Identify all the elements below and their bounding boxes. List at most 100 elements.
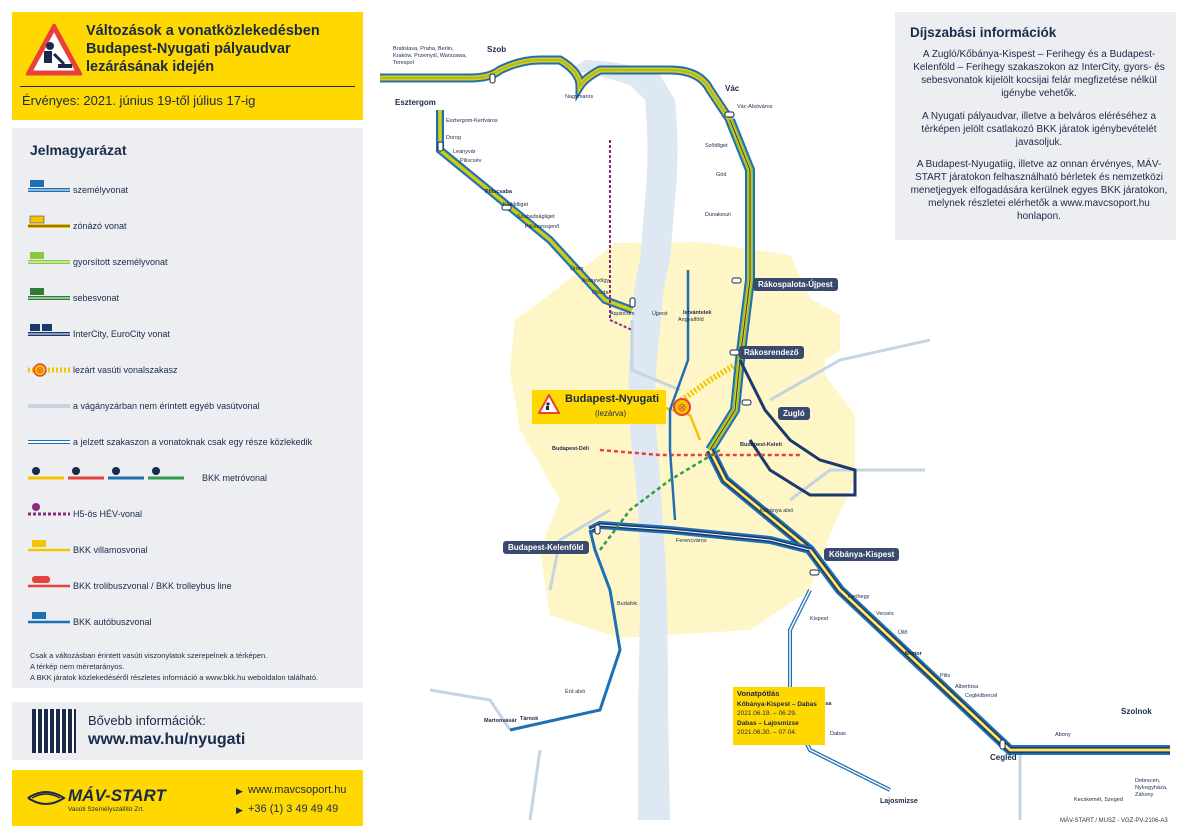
station-vecses: Vecsés [876, 611, 894, 617]
station-dunakeszi: Dunakeszi [705, 212, 731, 218]
more-info-label: Bővebb információk: [88, 713, 206, 728]
legend-title: Jelmagyarázat [30, 142, 127, 158]
station-ujpest: Újpest [652, 311, 668, 317]
station-budapest-deli: Budapest-Déli [552, 446, 589, 452]
legend-panel [12, 128, 363, 688]
station-klotildliget: Klotildliget [503, 202, 529, 208]
rail-line-cegled-szolnok [705, 447, 1170, 755]
station-esztergom-kertvaros: Esztergom-Kertváros [446, 118, 498, 124]
qr-code-icon[interactable] [32, 709, 76, 753]
legend-label: H5-ös HÉV-vonal [73, 509, 143, 519]
station-abony: Abony [1055, 732, 1071, 738]
header-title-line-2: Budapest-Nyugati pályaudvar [86, 41, 291, 57]
legend-note: Csak a változásban érintett vasúti viszo… [30, 651, 268, 660]
legend-label: sebesvonat [73, 293, 120, 303]
legend-label: InterCity, EuroCity vonat [73, 329, 170, 339]
station-cegled: Cegléd [990, 753, 1017, 762]
footer-subtitle: Vasúti Személyszállító Zrt. [68, 806, 145, 813]
legend-item-closed: ⊗ lezárt vasúti vonalszakasz [28, 358, 358, 382]
legend-label: BKK villamosvonal [73, 545, 148, 555]
legend-item-szemelyvonat: személyvonat [28, 178, 358, 202]
station-aranyvolgy: Aranyvölgy [582, 278, 610, 284]
legend-label: gyorsított személyvonat [73, 257, 168, 267]
station-szolnok: Szolnok [1121, 707, 1152, 716]
arrow-right-icon: ▶ [236, 805, 243, 815]
danube-river [570, 60, 678, 820]
legend-label: zónázó vonat [73, 221, 127, 231]
replacement-bus-box: Vonatpótlás Kőbánya-Kispest – Dabas 2021… [733, 687, 825, 745]
legend-note: A BKK járatok közlekedéséről részletes i… [30, 673, 319, 682]
station-stops [437, 73, 1006, 750]
station-lajosmizse: Lajosmizse [880, 798, 918, 805]
destination-kecskemet: Kecskemét, Szeged [1074, 797, 1123, 803]
legend-label: BKK autóbuszvonal [73, 617, 152, 627]
header-divider [20, 86, 355, 87]
station-pilis: Pilis [940, 673, 951, 679]
legend-label: a jelzett szakaszon a vonatoknak csak eg… [73, 437, 313, 447]
validity-text: Érvényes: 2021. június 19-től július 17-… [22, 93, 256, 108]
station-monor: Monor [905, 651, 922, 657]
legend-notes: Csak a változásban érintett vasúti viszo… [30, 650, 360, 683]
station-piliscsev: Piliscsév [460, 158, 482, 164]
station-esztergom: Esztergom [395, 98, 436, 107]
document-code: MÁV-START / MUSZ - VGZ-PV-2106-A3 [1060, 818, 1168, 824]
destination-debrecen: Debrecen, Nyíregyháza, Záhony [1135, 778, 1168, 798]
station-ceglédbercel: Ceglédbercel [965, 693, 998, 699]
station-kobanya-also: Kőbánya alsó [760, 508, 794, 514]
legend-label: lezárt vasúti vonalszakasz [73, 365, 178, 375]
station-angyalfold: Angyalföld [678, 317, 704, 323]
footer-website[interactable]: www.mavcsoport.hu [248, 784, 347, 796]
station-szodliget: Sződliget [705, 143, 728, 149]
replacement-line-2: Dabas – Lajosmizse [737, 720, 799, 727]
closed-station-name: Budapest-Nyugati [565, 393, 660, 405]
station-kobanya-kispest: Kőbánya-Kispest [824, 548, 900, 561]
station-rakospalota-ujpest: Rákospalota-Újpest [753, 278, 838, 291]
station-kispest: Kispest [810, 616, 829, 622]
station-ferencvaros: Ferencváros [676, 538, 707, 544]
station-martonvasar: Martonvásár [484, 718, 517, 724]
legend-item-hev: H5-ös HÉV-vonal [28, 502, 358, 526]
closed-station-marker-icon [673, 398, 691, 416]
station-budapest-keleti: Budapest-Keleti [740, 442, 782, 448]
footer-phone[interactable]: +36 (1) 3 49 49 49 [248, 803, 339, 815]
replacement-date-1: 2021.06.19. – 06.29. [737, 710, 797, 717]
station-szob: Szob [487, 45, 507, 54]
rail-line-esztergom [436, 110, 634, 314]
fare-info-paragraph: A Zugló/Kőbánya-Kispest – Ferihegy és a … [913, 49, 1165, 99]
header-title: Változások a vonatközlekedésben Budapest… [86, 22, 356, 76]
fare-info-title: Díjszabási információk [910, 25, 1057, 40]
hev-h5 [609, 140, 633, 331]
other-rail-lines [429, 320, 1022, 820]
metro-m3 [668, 270, 690, 521]
replacement-date-2: 2021.06.30. – 07.04. [737, 729, 797, 736]
station-obuda: Óbuda [592, 290, 609, 296]
svg-text:⊗: ⊗ [677, 401, 686, 414]
legend-item-sebesvonat: sebesvonat [28, 286, 358, 310]
legend-label: személyvonat [73, 185, 129, 195]
header-title-line-3: lezárásának idején [86, 59, 215, 75]
legend-item-metro: BKK metróvonal [28, 466, 358, 490]
station-pilisborosjeno: Pilisborosjenő [525, 224, 560, 230]
legend-item-unaffected: a vágányzárban nem érintett egyéb vasútv… [28, 394, 358, 418]
station-albertirsa: Albertirsa [955, 684, 979, 690]
legend-item-partial: a jelzett szakaszon a vonatoknak csak eg… [28, 430, 358, 454]
budapest-area [510, 242, 855, 638]
legend-item-bus: BKK autóbuszvonal [28, 610, 358, 634]
warning-sign-icon [26, 24, 82, 76]
footer-box [12, 770, 363, 826]
rail-line-szob-vac [380, 55, 734, 123]
fare-info-paragraph: A Nyugati pályaudvar, illetve a belváros… [921, 111, 1157, 148]
station-erd-also: Érd alsó [565, 689, 586, 695]
station-budapest-kelenfold: Budapest-Kelenföld [503, 541, 589, 554]
more-info-link[interactable]: www.mav.hu/nyugati [88, 731, 246, 748]
station-ferihegy: Ferihegy [848, 594, 870, 600]
arrow-right-icon: ▶ [236, 786, 243, 796]
header-title-line-1: Változások a vonatközlekedésben [86, 23, 320, 39]
station-aquincum: Aquincum [610, 311, 635, 317]
legend-note: A térkép nem méretarányos. [30, 662, 125, 671]
fare-info-panel [895, 12, 1176, 240]
footer-logo-text: MÁV-START [68, 786, 166, 805]
metro-m2 [599, 448, 800, 457]
legend-item-intercity: InterCity, EuroCity vonat [28, 322, 358, 346]
station-vac-alsovaros: Vác-Alsóváros [737, 104, 773, 110]
